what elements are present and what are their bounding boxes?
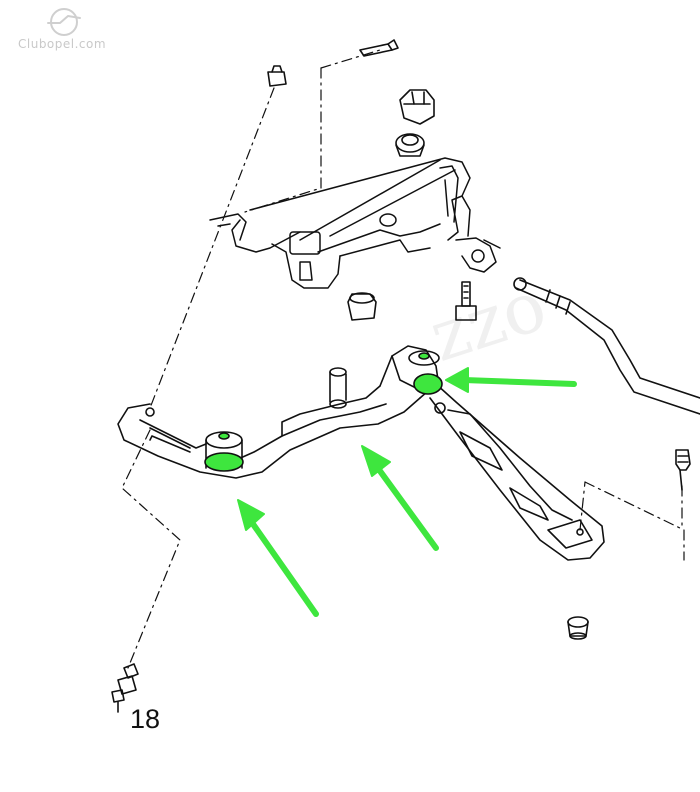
bushing-right — [408, 350, 443, 395]
dashed-leader-lines — [121, 49, 685, 669]
shift-cable — [513, 277, 700, 415]
bushing-part-upper — [347, 292, 377, 321]
arrow-left — [243, 511, 319, 617]
top-nut-part — [399, 89, 435, 125]
stud-bolt-part — [111, 663, 139, 713]
site-watermark: Clubopel.com — [18, 37, 107, 51]
screw-right — [675, 449, 691, 491]
bushing-left — [204, 431, 244, 472]
small-clip-part — [267, 65, 287, 87]
washer-part — [395, 133, 425, 157]
callout-number: 18 — [130, 704, 161, 734]
bolt-part — [455, 281, 477, 321]
grommet-part — [567, 616, 589, 640]
green-arrows — [237, 367, 577, 617]
arrow-right — [461, 377, 577, 387]
lower-bracket — [117, 345, 605, 561]
opel-logo-watermark — [47, 8, 81, 36]
top-pin-part — [359, 39, 399, 57]
arrow-middle — [369, 457, 439, 551]
upper-shifter-assembly — [209, 157, 501, 289]
